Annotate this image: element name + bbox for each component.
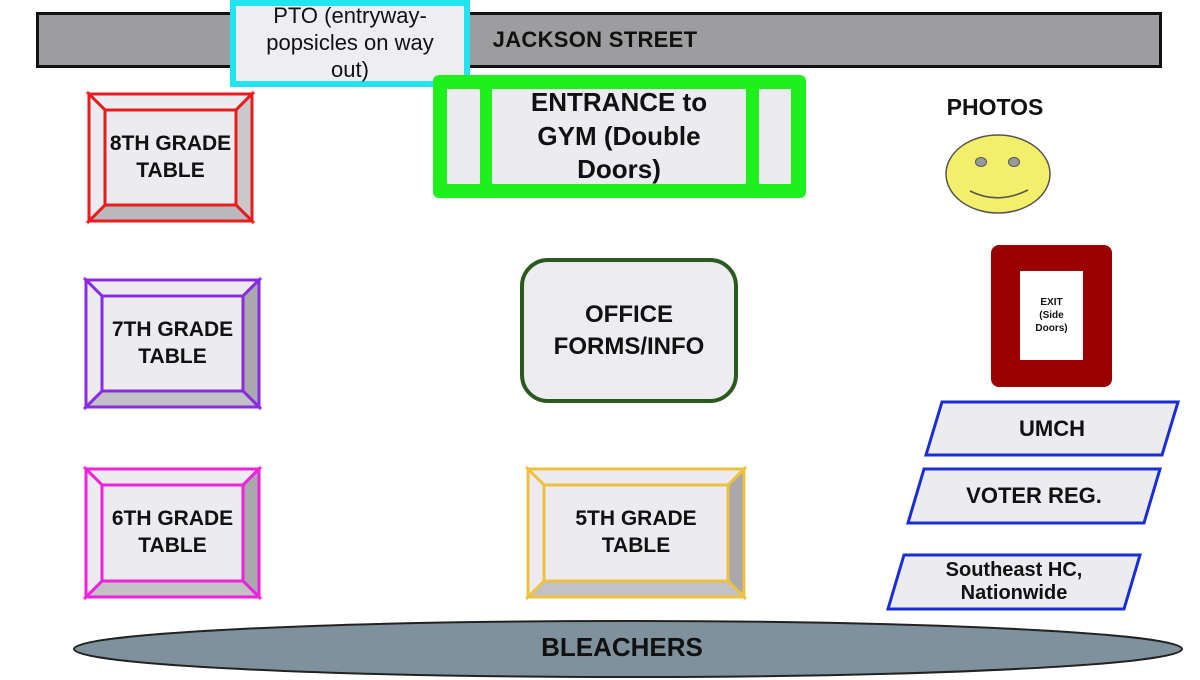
table-5th-grade[interactable]: 5TH GRADE TABLE	[524, 465, 748, 601]
entrance-label: ENTRANCE to GYM (Double Doors)	[530, 86, 708, 185]
office-label: OFFICE FORMS/INFO	[553, 300, 705, 360]
partner-southeast-hc[interactable]: Southeast HC, Nationwide	[885, 553, 1143, 611]
partner-voter-reg-label: VOTER REG.	[966, 483, 1102, 509]
partner-southeast-hc-text: Southeast HC, Nationwide	[945, 559, 1083, 604]
partner-umch-shape	[923, 400, 1181, 457]
table-6th-bevel	[82, 465, 263, 601]
table-5th-label: 5TH GRADE TABLE	[575, 507, 697, 557]
door-center-panel: ENTRANCE to GYM (Double Doors)	[492, 86, 746, 185]
pto-label: PTO (entryway-popsicles on way out)	[266, 3, 434, 82]
exit-side-doors[interactable]: EXIT (Side Doors)	[991, 245, 1112, 387]
table-6th-grade[interactable]: 6TH GRADE TABLE	[82, 465, 263, 601]
door-left-panel	[447, 89, 480, 184]
photos-label: PHOTOS	[946, 94, 1044, 120]
gym-entrance[interactable]: ENTRANCE to GYM (Double Doors)	[433, 75, 806, 198]
table-7th-bevel	[82, 276, 263, 411]
table-8th-bevel	[85, 90, 256, 225]
exit-door-panel: EXIT (Side Doors)	[1020, 271, 1083, 360]
street-label: JACKSON STREET	[492, 27, 698, 52]
table-5th-bevel	[524, 465, 748, 601]
partner-voter-reg[interactable]: VOTER REG.	[905, 467, 1163, 525]
table-8th-label: 8TH GRADE TABLE	[109, 131, 232, 182]
door-right-panel	[759, 89, 791, 184]
partner-umch[interactable]: UMCH	[923, 400, 1181, 457]
bleachers-label: BLEACHERS	[541, 632, 703, 662]
table-8th-grade[interactable]: 8TH GRADE TABLE	[85, 90, 256, 225]
partner-umch-label: UMCH	[1019, 415, 1085, 441]
office-forms-info[interactable]: OFFICE FORMS/INFO	[520, 258, 738, 403]
jackson-street-banner: JACKSON STREET	[36, 12, 1162, 68]
table-6th-label: 6TH GRADE TABLE	[111, 507, 234, 557]
pto-station[interactable]: PTO (entryway-popsicles on way out)	[230, 0, 470, 87]
smiley-face-icon	[944, 134, 1054, 216]
bleachers: BLEACHERS	[72, 620, 1183, 680]
partner-southeast-hc-label: Southeast HC, Nationwide	[886, 553, 1142, 611]
exit-label: EXIT (Side Doors)	[1035, 297, 1068, 334]
partner-voter-reg-shape	[905, 467, 1163, 525]
partner-southeast-hc-shape	[885, 553, 1143, 611]
table-7th-grade[interactable]: 7TH GRADE TABLE	[82, 276, 263, 411]
table-7th-label: 7TH GRADE TABLE	[111, 317, 234, 368]
